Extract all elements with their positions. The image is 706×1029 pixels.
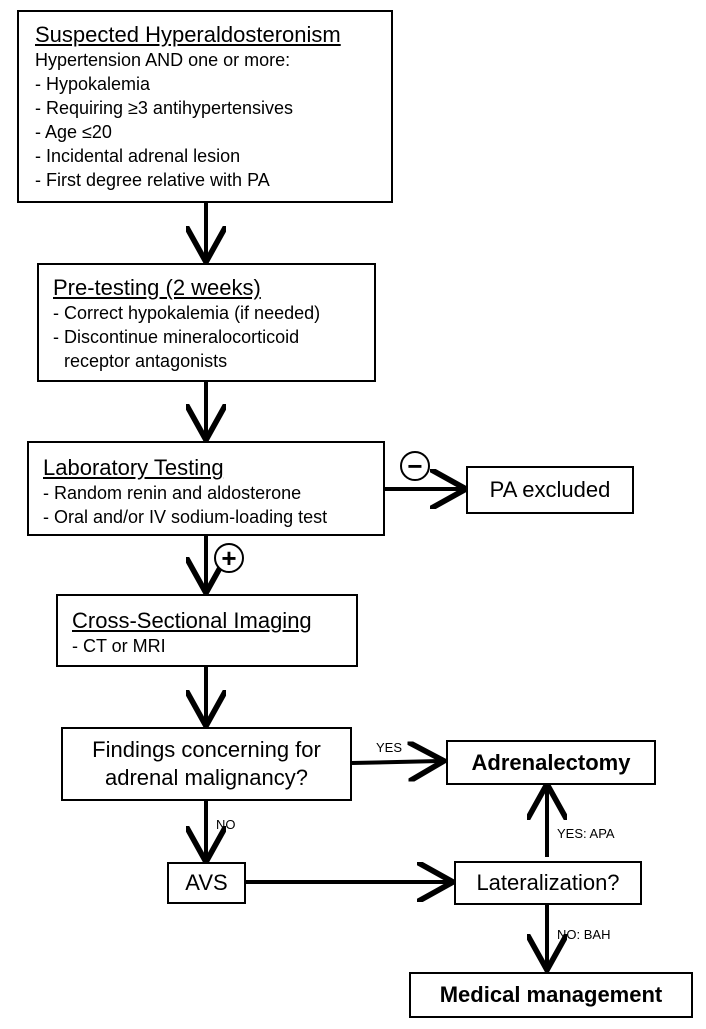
laboratory-line: - Random renin and aldosterone (43, 483, 302, 503)
imaging-line: - CT or MRI (72, 636, 166, 656)
laboratory-testing-box: Laboratory Testing - Random renin and al… (27, 441, 385, 536)
findings-line: Findings concerning for (92, 737, 321, 762)
suspected-line: - Requiring ≥3 antihypertensives (35, 98, 294, 118)
suspected-title: Suspected Hyperaldosteronism (35, 22, 341, 47)
medical-management-box: Medical management (409, 972, 693, 1018)
cross-sectional-imaging-box: Cross-Sectional Imaging - CT or MRI (56, 594, 358, 667)
findings-box: Findings concerning for adrenal malignan… (61, 727, 352, 801)
negative-result-sign: − (400, 451, 430, 481)
pretesting-box: Pre-testing (2 weeks) - Correct hypokale… (37, 263, 376, 382)
yes-label: YES (376, 740, 403, 755)
pretesting-title: Pre-testing (2 weeks) (53, 275, 261, 300)
yes-apa-label: YES: APA (557, 826, 615, 841)
medical-management-label: Medical management (439, 982, 663, 1007)
pretesting-line: - Correct hypokalemia (if needed) (53, 303, 321, 323)
adrenalectomy-label: Adrenalectomy (471, 749, 631, 775)
suspected-line: - Hypokalemia (35, 74, 151, 94)
suspected-line: - First degree relative with PA (35, 170, 270, 190)
arrow-findings-to-adrenalectomy (351, 761, 440, 763)
pa-excluded-label: PA excluded (489, 477, 611, 502)
no-label: NO (216, 817, 236, 832)
findings-line: adrenal malignancy? (104, 765, 309, 790)
lateralization-box: Lateralization? (454, 861, 642, 905)
suspected-line: - Age ≤20 (35, 122, 112, 142)
pretesting-line: - Discontinue mineralocorticoid (53, 327, 300, 347)
imaging-title: Cross-Sectional Imaging (72, 608, 312, 633)
suspected-hyperaldosteronism-box: Suspected Hyperaldosteronism Hypertensio… (17, 10, 393, 203)
pretesting-line: receptor antagonists (64, 351, 228, 371)
no-bah-label: NO: BAH (557, 927, 611, 942)
laboratory-line: - Oral and/or IV sodium-loading test (43, 507, 328, 527)
adrenalectomy-box: Adrenalectomy (446, 740, 656, 785)
suspected-line: Hypertension AND one or more: (35, 50, 291, 70)
positive-result-sign: + (214, 543, 244, 573)
lateralization-label: Lateralization? (476, 870, 620, 895)
pa-excluded-box: PA excluded (466, 466, 634, 514)
avs-label: AVS (185, 870, 228, 895)
laboratory-title: Laboratory Testing (43, 455, 224, 480)
avs-box: AVS (167, 862, 246, 904)
suspected-line: - Incidental adrenal lesion (35, 146, 241, 166)
